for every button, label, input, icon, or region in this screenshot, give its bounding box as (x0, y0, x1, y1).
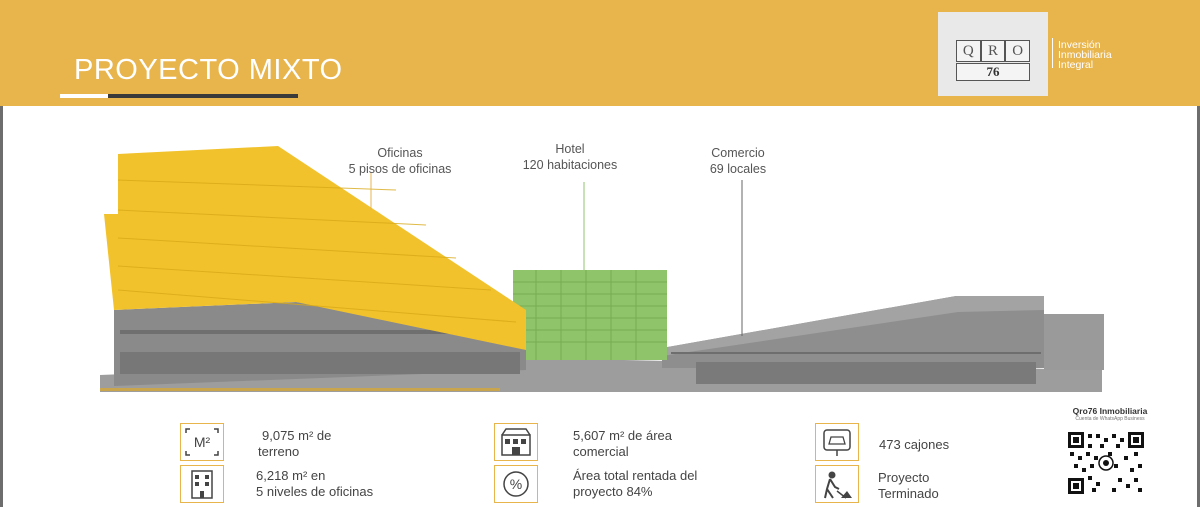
percent-icon: % (494, 465, 538, 503)
stat-rentada-line-1: Área total rentada del (573, 468, 698, 483)
callout-oficinas-subtitle: 5 pisos de oficinas (348, 162, 452, 176)
whatsapp-qr-code[interactable] (1068, 432, 1144, 494)
stat-rentada: Área total rentada del proyecto 84% (573, 468, 697, 500)
stat-cajones-line-1: 473 cajones (879, 437, 950, 452)
callout-hotel-title: Hotel (555, 142, 585, 156)
parking-car-icon (815, 423, 859, 461)
hotel-window-grid (513, 270, 667, 360)
qr-label: Qro76 Inmobiliaria (1072, 406, 1148, 416)
stat-proyecto-line-1: Proyecto (878, 470, 930, 485)
storefront-icon (494, 423, 538, 461)
stat-terreno: 9,075 m² de terreno (258, 428, 331, 460)
svg-text:%: % (510, 476, 522, 492)
stat-proyecto: Proyecto Terminado (878, 470, 939, 502)
callout-oficinas: Oficinas 5 pisos de oficinas (330, 145, 470, 177)
logo-letter-q: Q (956, 40, 981, 62)
frame-border-right (1197, 106, 1200, 507)
m2-icon: M² (180, 423, 224, 461)
commercial-wing (1044, 314, 1104, 370)
stat-comercial-line-2: comercial (573, 444, 629, 459)
logo-letter-r: R (980, 40, 1006, 62)
page-title: PROYECTO MIXTO (74, 54, 343, 86)
callout-comercio: Comercio 69 locales (686, 145, 790, 177)
tagline-line-2: Inmobiliaria (1058, 49, 1112, 61)
commercial-stripe (671, 352, 1041, 354)
commercial-building-right (662, 296, 1044, 368)
construction-worker-icon (815, 465, 859, 503)
logo-letter-o: O (1005, 40, 1031, 62)
stat-comercial-line-1: 5,607 m² de área (573, 428, 673, 443)
stat-terreno-line-1: 9,075 m² de (262, 428, 332, 443)
podium-storefront (120, 352, 520, 374)
stat-rentada-line-2: proyecto 84% (573, 484, 653, 499)
callout-hotel: Hotel 120 habitaciones (505, 141, 635, 173)
callout-oficinas-title: Oficinas (377, 146, 423, 160)
qr-sublabel: Cuenta de WhatsApp Business (1075, 416, 1145, 422)
title-underline-accent (108, 94, 298, 98)
stat-oficinas: 6,218 m² en 5 niveles de oficinas (256, 468, 373, 500)
company-tagline: Inversión Inmobiliaria Integral (1058, 39, 1112, 71)
office-facade-lines (117, 179, 517, 323)
callout-comercio-subtitle: 69 locales (709, 162, 767, 176)
sidewalk-edge (100, 388, 500, 391)
commercial-roof (662, 296, 1044, 356)
logo-number: 76 (956, 63, 1030, 81)
title-underline (60, 94, 108, 98)
qro76-logo: Q R O 76 (938, 12, 1048, 96)
stat-cajones: 473 cajones (879, 437, 949, 453)
commercial-ground-floor (696, 362, 1036, 384)
logo-divider (1052, 38, 1053, 68)
frame-border-left (0, 106, 3, 507)
tagline-line-3: Integral (1058, 59, 1094, 71)
stat-oficinas-line-2: 5 niveles de oficinas (256, 484, 374, 499)
callout-comercio-title: Comercio (711, 146, 765, 160)
hotel-tower (513, 270, 667, 360)
stat-proyecto-line-2: Terminado (878, 486, 939, 501)
stat-oficinas-line-1: 6,218 m² en (256, 468, 326, 483)
office-tower (104, 146, 526, 350)
tagline-line-1: Inversión (1058, 39, 1101, 51)
m2-icon-text: M² (194, 434, 211, 450)
stat-terreno-line-2: terreno (258, 444, 300, 459)
podium-stripe (120, 330, 520, 334)
mixed-use-building-illustration (100, 146, 1104, 392)
office-building-icon (180, 465, 224, 503)
callout-hotel-subtitle: 120 habitaciones (522, 158, 618, 172)
stat-comercial: 5,607 m² de área comercial (573, 428, 672, 460)
